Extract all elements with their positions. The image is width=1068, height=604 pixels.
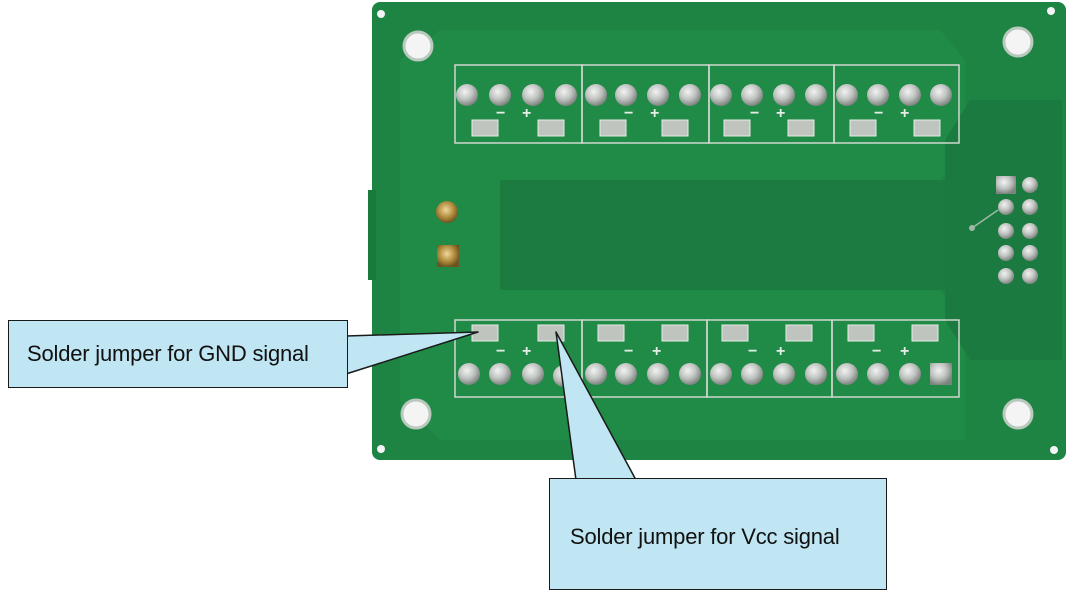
bottom-connectors <box>454 319 960 398</box>
bottom-minus-1: − <box>496 343 505 360</box>
bottom-plus-3: + <box>776 343 785 360</box>
mounting-holes <box>377 7 1058 454</box>
top-pads <box>456 84 952 106</box>
top-minus-4: − <box>874 105 883 122</box>
pcb-board <box>368 2 1066 460</box>
top-minus-2: − <box>624 105 633 122</box>
top-plus-4: + <box>900 105 909 122</box>
bottom-minus-3: − <box>748 343 757 360</box>
top-connectors <box>454 64 960 144</box>
bottom-pads <box>458 363 952 387</box>
callout-vcc-jumper: Solder jumper for Vcc signal <box>549 478 887 590</box>
top-minus-3: − <box>750 105 759 122</box>
top-plus-3: + <box>776 105 785 122</box>
side-pads <box>436 201 459 267</box>
bottom-plus-2: + <box>652 343 661 360</box>
top-plus-1: + <box>522 105 531 122</box>
callout-gnd-jumper: Solder jumper for GND signal <box>8 320 348 388</box>
callout-vcc-text: Solder jumper for Vcc signal <box>570 524 840 549</box>
callout-gnd-text: Solder jumper for GND signal <box>27 341 309 366</box>
bottom-solder-jumpers <box>471 324 939 342</box>
top-minus-1: − <box>496 105 505 122</box>
callout-pointers <box>345 331 637 481</box>
bottom-minus-4: − <box>872 343 881 360</box>
bottom-plus-1: + <box>522 343 531 360</box>
header-pins <box>969 176 1038 284</box>
bottom-minus-2: − <box>624 343 633 360</box>
bottom-plus-4: + <box>900 343 909 360</box>
top-plus-2: + <box>650 105 659 122</box>
top-solder-jumpers <box>471 119 941 137</box>
